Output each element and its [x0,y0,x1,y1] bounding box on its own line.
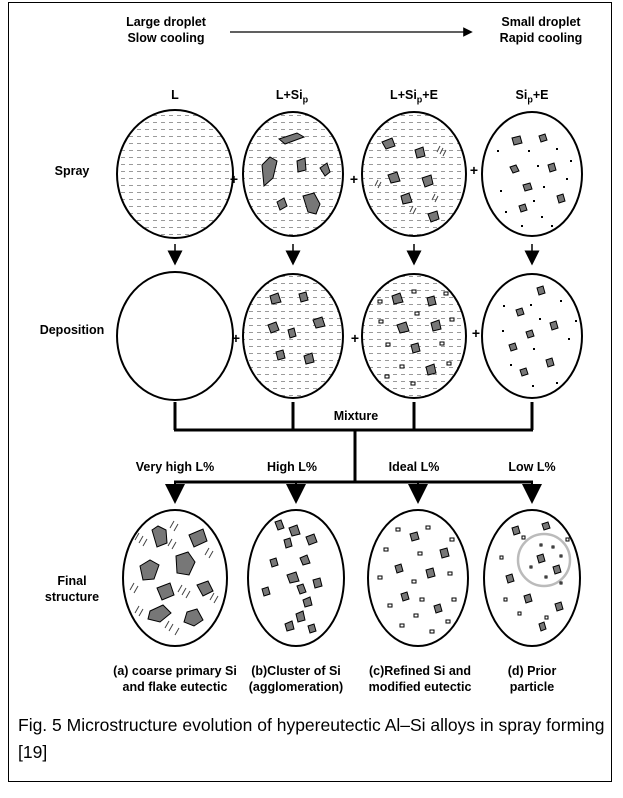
droplet-deposition-4 [482,274,582,398]
droplet-spray-2 [243,112,343,236]
mixture-bracket [174,402,533,482]
final-structure-a [123,510,227,646]
droplet-spray-4 [482,112,582,236]
droplet-spray-3 [362,112,466,236]
droplet-deposition-2 [243,274,343,398]
final-structure-d [484,510,580,646]
droplet-deposition-1 [117,272,233,400]
droplet-spray-1 [117,110,233,238]
final-structure-c [368,510,468,646]
droplet-deposition-3 [362,274,466,398]
final-structure-b [248,510,344,646]
